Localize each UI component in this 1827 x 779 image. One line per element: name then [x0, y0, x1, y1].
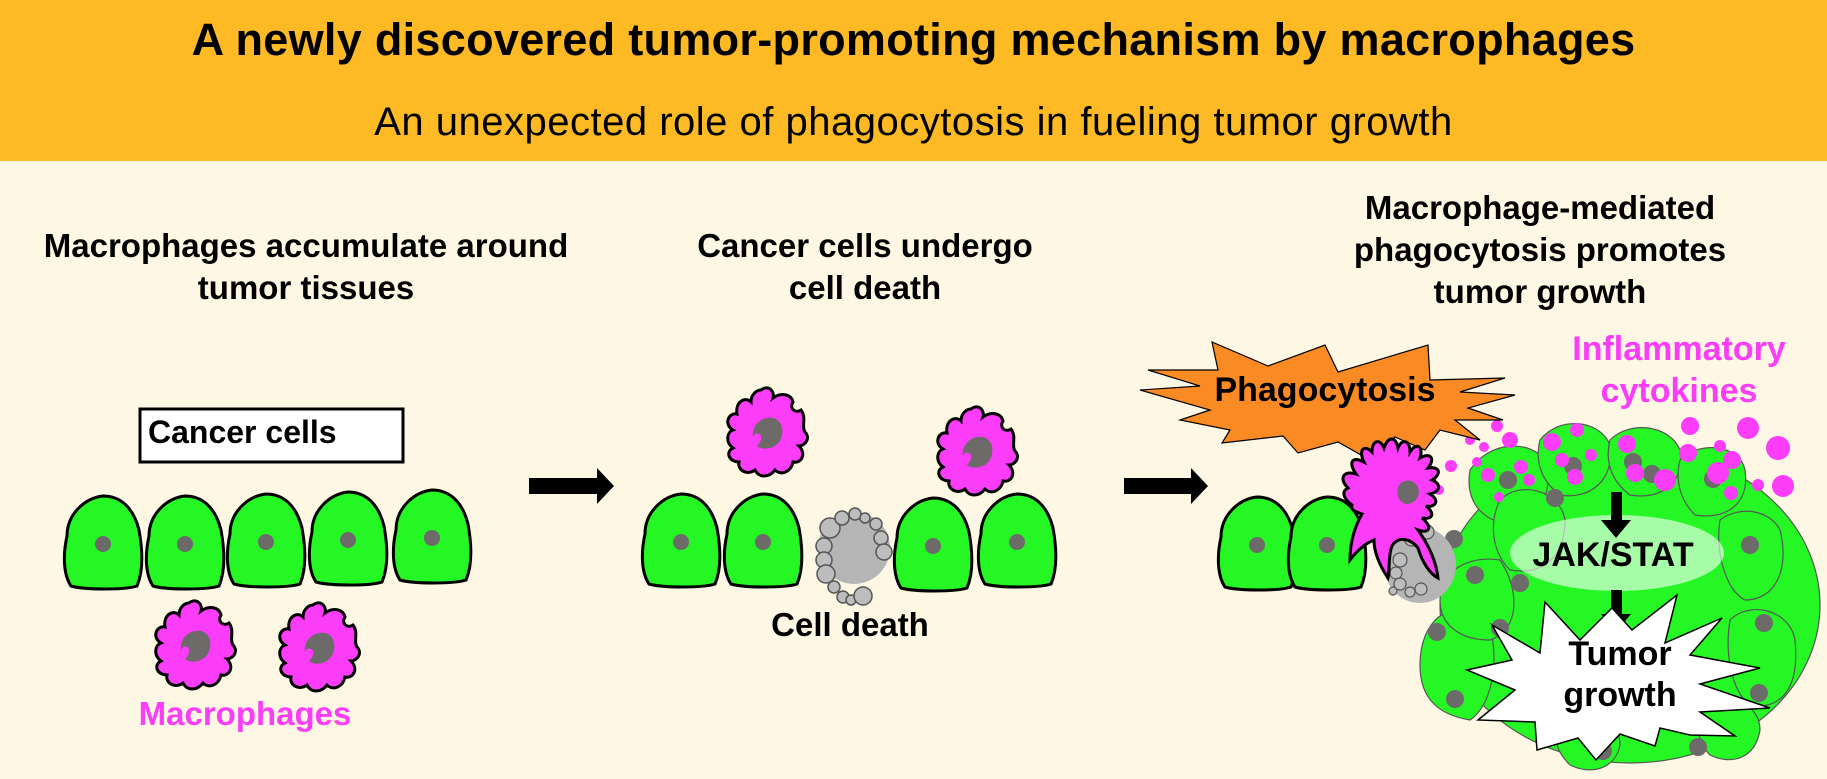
cancer-cell [976, 492, 1058, 589]
nucleus [258, 534, 274, 550]
step3-title-line: phagocytosis promotes [1353, 231, 1727, 268]
tumor-growth-label-line1: Tumor [1568, 635, 1671, 673]
cancer-cell [722, 492, 804, 589]
tumor-growth-burst [1464, 593, 1771, 762]
phagocytosis-label: Phagocytosis [1214, 371, 1435, 409]
nucleus [340, 532, 356, 548]
nucleus [95, 536, 111, 552]
cancer-cell [144, 494, 226, 591]
engulfing-macrophage [1341, 437, 1440, 582]
nucleus [1319, 537, 1335, 553]
macrophages-label: Macrophages [139, 695, 352, 732]
nucleus [925, 538, 941, 554]
step1-title-line: tumor tissues [197, 269, 415, 306]
step1-title-line: Macrophages accumulate around [43, 227, 569, 264]
cancer-cells-label-box: Cancer cells [138, 407, 405, 464]
header-banner [0, 0, 1827, 161]
cancer-cell [307, 490, 389, 587]
cancer-cell [892, 496, 974, 593]
step2-title-line: Cancer cells undergo [697, 227, 1033, 264]
nucleus [424, 530, 440, 546]
macrophage [278, 601, 361, 693]
macrophages-step1 [154, 599, 361, 693]
nucleus [673, 534, 689, 550]
arrow-right-icon [529, 468, 614, 504]
figure-title: A newly discovered tumor-promoting mecha… [191, 14, 1636, 65]
arrow-right-icon [1124, 468, 1208, 504]
nucleus [177, 536, 193, 552]
step2-title-line: cell death [788, 269, 942, 306]
cancer-cell-row-step1 [62, 488, 473, 591]
nucleus [1009, 534, 1025, 550]
step2-title: Cancer cells undergo cell death [630, 225, 1100, 309]
jak-stat-ellipse [1510, 515, 1724, 591]
jak-stat-label: JAK/STAT [1532, 536, 1693, 574]
step3-title-line: tumor growth [1433, 273, 1647, 310]
cytokines-label-line2: cytokines [1601, 372, 1758, 410]
nucleus [1249, 537, 1265, 553]
cytokines-label-line1: Inflammatory [1572, 330, 1786, 368]
cell-death-label: Cell death [771, 606, 929, 643]
cancer-cell [391, 488, 473, 585]
cancer-cell-row-step3 [1216, 495, 1368, 592]
step1-title: Macrophages accumulate around tumor tiss… [0, 225, 612, 309]
cancer-cell-row-step2 [640, 492, 1058, 593]
macrophage [726, 386, 809, 478]
step3-title: Macrophage-mediated phagocytosis promote… [1290, 187, 1790, 313]
cancer-cell [640, 492, 722, 589]
cancer-cells-label: Cancer cells [148, 414, 337, 450]
cancer-cell [1216, 495, 1298, 592]
cancer-cell [225, 492, 307, 589]
cancer-cell [62, 494, 144, 591]
arrow-down-icon [1601, 492, 1631, 538]
cancer-cell [1286, 495, 1368, 592]
nucleus [755, 534, 771, 550]
macrophage [154, 599, 237, 691]
step3-title-line: Macrophage-mediated [1364, 189, 1716, 226]
dead-cell-step2 [815, 507, 893, 606]
phagocytosis-burst [1139, 340, 1516, 461]
figure-subtitle: An unexpected role of phagocytosis in fu… [374, 100, 1453, 144]
tumor-growth-label-line2: growth [1563, 676, 1676, 714]
macrophage [936, 405, 1019, 497]
macrophages-step2 [726, 386, 1019, 497]
